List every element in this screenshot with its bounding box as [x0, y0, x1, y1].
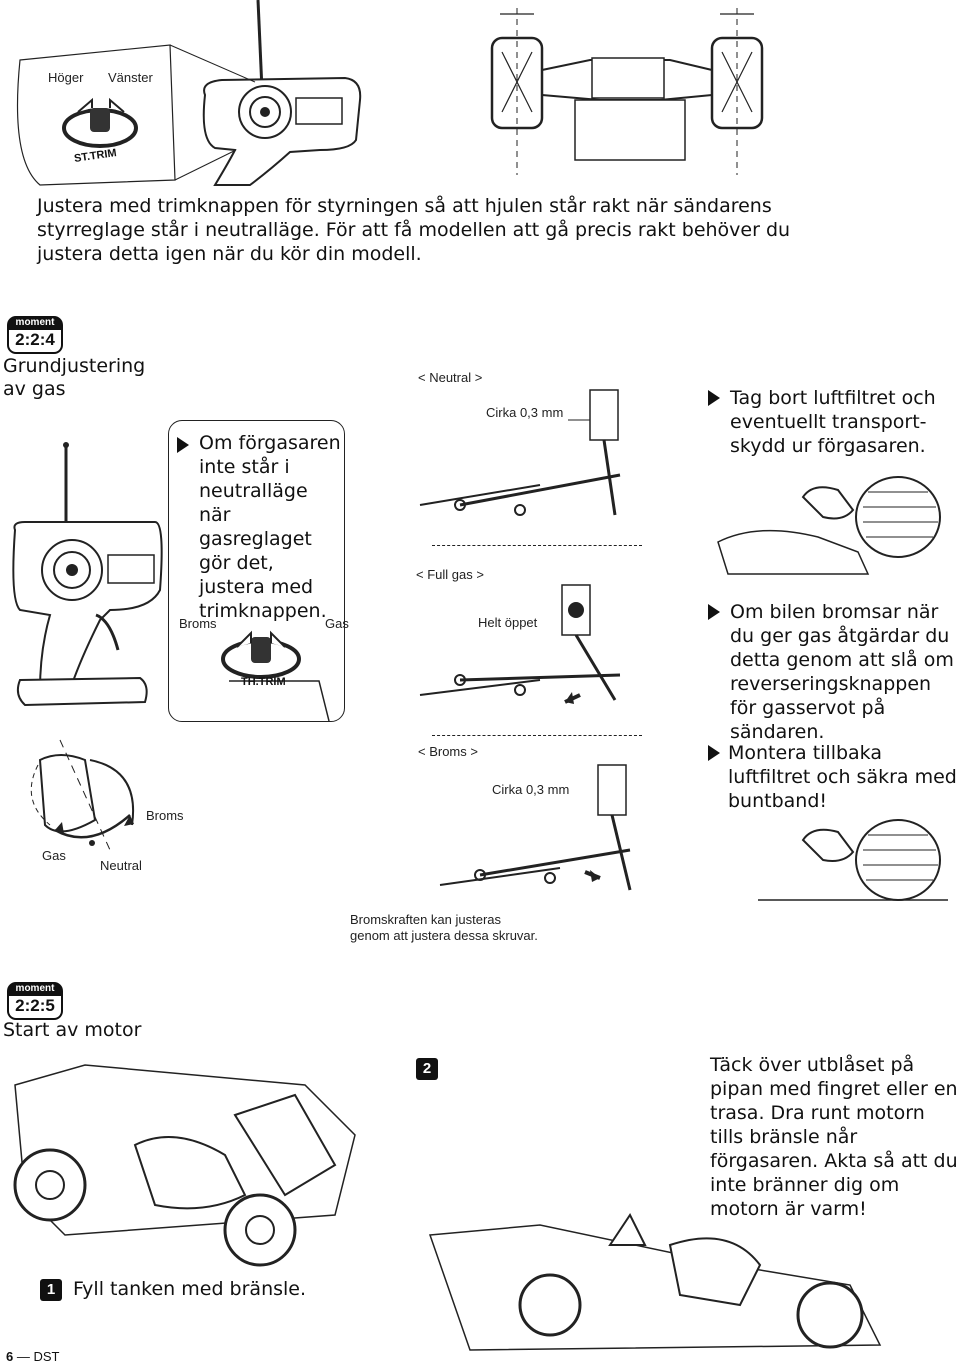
front-wheels-drawing [490, 8, 764, 175]
footer-brand: — DST [16, 1349, 60, 1364]
transmitter-side-drawing [12, 442, 163, 851]
trim-label-gas: Gas [325, 616, 349, 631]
page-number: 6 [6, 1349, 14, 1364]
trim-label-broms: Broms [179, 616, 217, 631]
step-badge-224: moment 2:2:4 [7, 316, 63, 354]
fuel-fill-drawing [13, 1064, 356, 1267]
divider-1 [432, 545, 642, 546]
divider-2 [432, 735, 642, 736]
linkage-fullgas-drawing [419, 584, 621, 704]
engine-priming-drawing [428, 1213, 882, 1351]
right-bullet-3: Montera tillbaka luftfiltret och säkra m… [708, 741, 958, 813]
callout-bullet: Om förgasaren inte står i neutralläge nä… [177, 431, 343, 623]
page-footer: 6 — DST [6, 1349, 59, 1364]
step-number-1: 1 [40, 1279, 62, 1301]
badge-number: 2:2:5 [15, 996, 55, 1015]
carburetor-engine-drawing-1 [717, 476, 941, 575]
bullet-arrow-icon [708, 745, 720, 761]
throttle-trim-callout: Om förgasaren inte står i neutralläge nä… [168, 420, 349, 722]
transmitter-top-drawing [16, 0, 362, 186]
label-right: Höger [48, 70, 84, 85]
steering-paragraph: Justera med trimknappen för styrningen s… [37, 195, 791, 265]
th-trim-knob-drawing [221, 630, 330, 722]
step-1-text: Fyll tanken med bränsle. [73, 1278, 307, 1300]
callout-bullet-text: Om förgasaren inte står i neutralläge nä… [199, 432, 341, 622]
label-left: Vänster [108, 70, 153, 85]
linkage-fullgas-title: < Full gas > [416, 567, 484, 582]
right-bullet-2: Om bilen bromsar när du ger gas åtgärdar… [708, 600, 958, 744]
steering-trim-illustration: Höger Vänster ST.TRIM [0, 0, 470, 190]
linkage-broms-note: Cirka 0,3 mm [492, 782, 570, 797]
front-axle-illustration [480, 0, 780, 180]
section-title-225: Start av motor [3, 1019, 142, 1041]
carburetor-engine-drawing-2 [758, 819, 948, 901]
step-badge-225: moment 2:2:5 [7, 982, 63, 1020]
section-title-224: Grundjustering av gas [3, 355, 146, 400]
trigger-label-neutral: Neutral [100, 858, 142, 873]
step-2-text: Täck över utblåset på pipan med fingret … [710, 1054, 958, 1220]
right-bullet-2-text: Om bilen bromsar när du ger gas åtgärdar… [730, 601, 954, 743]
right-bullet-3-text: Montera tillbaka luftfiltret och säkra m… [728, 742, 957, 812]
right-bullet-1: Tag bort luftfiltret och eventuellt tran… [708, 386, 953, 458]
th-trim-knob-label: TH.TRIM [241, 676, 286, 688]
linkage-fullgas-note: Helt öppet [478, 615, 538, 630]
badge-moment-label: moment [9, 317, 61, 330]
badge-number: 2:2:4 [15, 330, 55, 349]
step-number-2: 2 [416, 1058, 438, 1080]
throttle-transmitter-illustration: Gas Neutral Broms [0, 440, 345, 880]
linkage-neutral-drawing [419, 389, 621, 516]
bullet-arrow-icon [177, 437, 189, 453]
linkage-neutral-title: < Neutral > [418, 370, 483, 385]
linkage-broms-title: < Broms > [418, 744, 478, 759]
linkage-broms-drawing [439, 764, 632, 891]
linkage-neutral-note: Cirka 0,3 mm [486, 405, 564, 420]
right-bullet-1-text: Tag bort luftfiltret och eventuellt tran… [730, 387, 936, 457]
linkage-caption: Bromskraften kan justeras genom att just… [350, 912, 538, 943]
bullet-arrow-icon [708, 604, 720, 620]
badge-moment-label: moment [9, 983, 61, 996]
bullet-arrow-icon [708, 390, 720, 406]
throttle-linkage-diagrams: < Neutral > Cirka 0,3 mm < Full gas > He… [380, 360, 660, 950]
trigger-label-gas: Gas [42, 848, 66, 863]
trigger-label-broms: Broms [146, 808, 184, 823]
